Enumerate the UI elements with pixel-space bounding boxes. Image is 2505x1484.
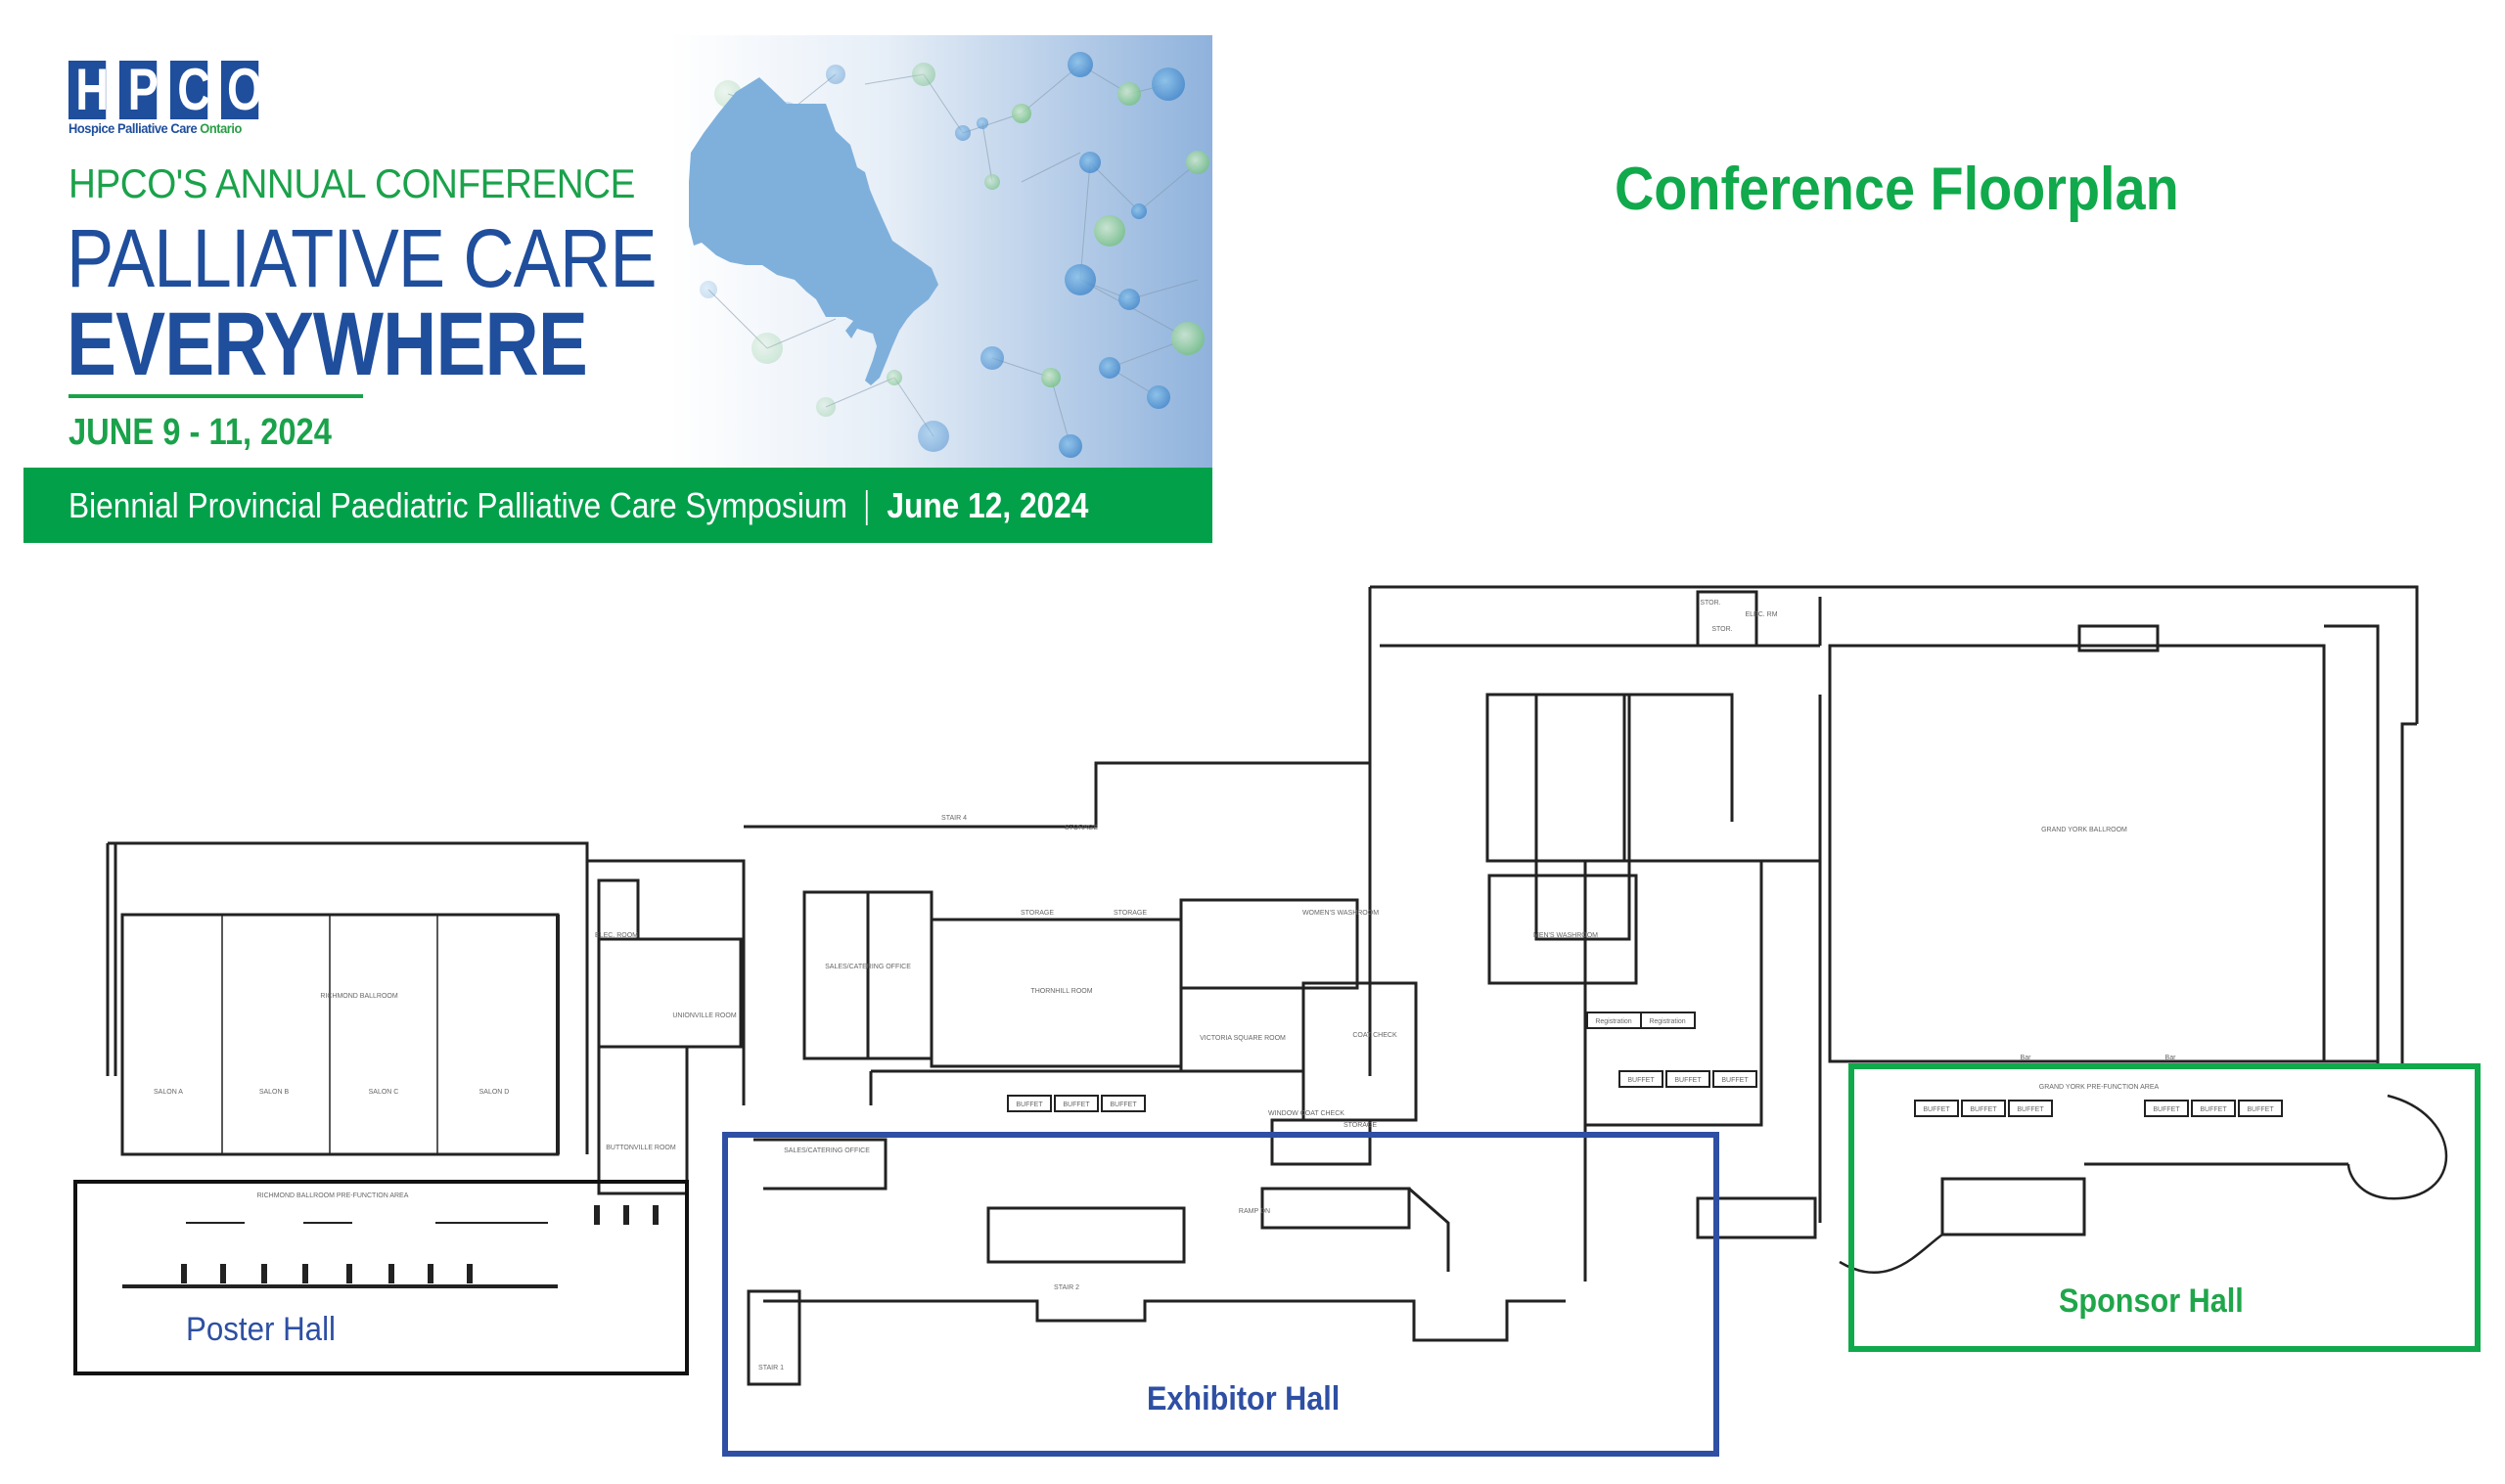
conference-dates: JUNE 9 - 11, 2024	[68, 412, 332, 453]
buffet-label: BUFFET	[1016, 1102, 1043, 1108]
buffet-label: BUFFET	[1110, 1102, 1137, 1108]
room-label: STAIR 2	[1054, 1284, 1079, 1291]
room-label: STORAGE	[1344, 1122, 1377, 1129]
logo-tile-p: P	[119, 61, 159, 119]
poster-hall-label: Poster Hall	[186, 1311, 336, 1348]
buffet-label: BUFFET	[1923, 1106, 1950, 1113]
buffet-label: BUFFET	[2017, 1106, 2044, 1113]
room-label: SALES/CATERING OFFICE	[784, 1147, 870, 1154]
room-label: VICTORIA SQUARE ROOM	[1200, 1035, 1286, 1042]
symposium-date: June 12, 2024	[887, 485, 1089, 525]
sponsor-hall-zone[interactable]	[1848, 1063, 2481, 1352]
logo-tile-c: C	[170, 61, 210, 119]
ontario-map-shape	[689, 77, 938, 385]
room-label: STOR.	[1700, 600, 1720, 607]
symposium-text: Biennial Provincial Paediatric Palliativ…	[68, 485, 1088, 526]
room-label: RAMP DN	[1239, 1208, 1270, 1215]
buffet-label: BUFFET	[1721, 1077, 1749, 1084]
conference-banner: H P C O Hospice Palliative Care Ontario …	[23, 35, 1212, 543]
buffet-label: BUFFET	[2247, 1106, 2274, 1113]
buffet-label: BUFFET	[1627, 1077, 1655, 1084]
sponsor-hall-label: Sponsor Hall	[2059, 1282, 2244, 1320]
room-label: RICHMOND BALLROOM PRE-FUNCTION AREA	[257, 1192, 409, 1199]
room-label: Bar	[2165, 1055, 2177, 1061]
room-label: GRAND YORK PRE-FUNCTION AREA	[2039, 1084, 2160, 1091]
poster-hall-zone[interactable]	[73, 1180, 689, 1375]
room-label: SALES/CATERING OFFICE	[825, 964, 911, 970]
buffet-label: BUFFET	[1970, 1106, 1997, 1113]
buffet-label: BUFFET	[1674, 1077, 1702, 1084]
title-divider	[68, 394, 363, 398]
room-label: WOMEN'S WASHROOM	[1302, 910, 1379, 917]
room-label: UNIONVILLE ROOM	[672, 1012, 737, 1019]
room-label: RICHMOND BALLROOM	[320, 993, 398, 1000]
logo-tile-h: H	[68, 61, 109, 119]
symposium-bar: Biennial Provincial Paediatric Palliativ…	[23, 468, 1212, 543]
room-label: STAIR 4	[941, 815, 967, 822]
room-label: STORAGE	[1021, 910, 1054, 917]
conference-title-line2: EVERYWHERE	[67, 294, 588, 394]
separator	[866, 490, 868, 526]
room-labels: RICHMOND BALLROOM SALON A SALON B SALON …	[154, 600, 2274, 1372]
hpco-logo: H P C O Hospice Palliative Care Ontario	[68, 61, 272, 147]
logo-tile-o: O	[221, 61, 262, 119]
room-label: STORAGE	[1114, 910, 1147, 917]
registration-label: Registration	[1595, 1018, 1631, 1025]
room-label: ELEC. ROOM	[595, 932, 638, 939]
buffet-tables	[1007, 1012, 2283, 1117]
exhibitor-hall-label: Exhibitor Hall	[1147, 1380, 1341, 1417]
buffet-label: BUFFET	[1063, 1102, 1090, 1108]
network-nodes	[700, 52, 1209, 458]
room-label: COAT CHECK	[1352, 1032, 1397, 1039]
room-label: Bar	[2021, 1055, 2032, 1061]
buffet-label: BUFFET	[2153, 1106, 2180, 1113]
room-label: STAIR 1	[758, 1365, 784, 1372]
room-label: THORNHILL ROOM	[1030, 988, 1092, 995]
room-label: SALON B	[259, 1089, 290, 1096]
buffet-label: BUFFET	[2200, 1106, 2227, 1113]
room-label: SALON A	[154, 1089, 183, 1096]
page-title: Conference Floorplan	[1615, 156, 2179, 223]
room-label: STOR.	[1711, 626, 1732, 633]
buffet-labels: BUFFET BUFFET BUFFET BUFFET BUFFET BUFFE…	[1016, 1077, 2274, 1113]
room-label: STORAGE	[1065, 825, 1098, 832]
room-label: ELEC. RM	[1745, 611, 1777, 618]
exhibitor-hall-zone[interactable]	[722, 1132, 1719, 1457]
conference-title-line1: PALLIATIVE CARE	[67, 212, 658, 304]
room-label: SALON C	[369, 1089, 399, 1096]
ontario-network-graphic	[669, 35, 1212, 470]
room-label: GRAND YORK BALLROOM	[2041, 827, 2127, 833]
room-label: SALON D	[479, 1089, 510, 1096]
floorplan-walls	[106, 585, 2448, 1386]
registration-label: Registration	[1649, 1018, 1685, 1025]
room-label: MEN'S WASHROOM	[1533, 932, 1598, 939]
room-label: WINDOW COAT CHECK	[1268, 1110, 1344, 1117]
room-label: BUTTONVILLE ROOM	[606, 1145, 676, 1151]
conference-kicker: HPCO'S ANNUAL CONFERENCE	[68, 160, 635, 206]
symposium-name: Biennial Provincial Paediatric Palliativ…	[68, 485, 847, 525]
logo-subtitle: Hospice Palliative Care Ontario	[68, 120, 242, 136]
